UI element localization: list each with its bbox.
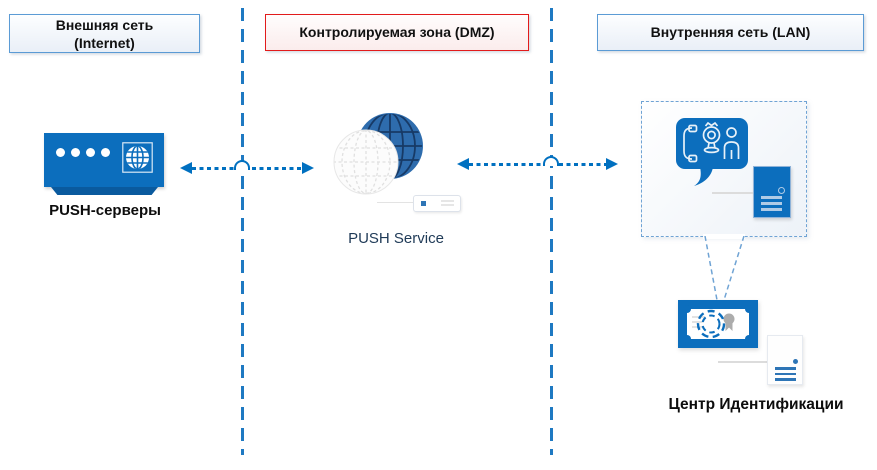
webcam-icon bbox=[702, 121, 721, 154]
device-vent bbox=[441, 204, 454, 206]
connector-line bbox=[712, 192, 753, 194]
id-center-label: Центр Идентификации bbox=[668, 396, 844, 413]
service-device-icon bbox=[413, 195, 461, 212]
internet-globe-sphere-icon bbox=[333, 113, 423, 195]
push-servers-icon bbox=[44, 133, 164, 187]
ribbon-icon bbox=[723, 313, 735, 325]
callout-tail-gap bbox=[703, 234, 745, 239]
bidirectional-arrow-internet-dmz bbox=[180, 160, 314, 176]
zone-label-external-line2: (Internet) bbox=[74, 34, 135, 51]
communication-bubble-icon bbox=[676, 118, 748, 186]
phone-icon bbox=[683, 124, 698, 163]
device-led-icon bbox=[421, 201, 426, 206]
server-base bbox=[51, 187, 158, 195]
document-server-icon bbox=[767, 335, 803, 385]
push-servers-label: PUSH-серверы bbox=[49, 202, 161, 219]
tower-slot bbox=[761, 202, 782, 205]
device-vent bbox=[441, 200, 454, 202]
connector-line bbox=[718, 361, 767, 363]
bidirectional-arrow-dmz-lan bbox=[457, 156, 618, 172]
zone-label-lan: Внутренняя сеть (LAN) bbox=[597, 14, 864, 51]
line-hop-icon bbox=[234, 160, 250, 170]
certificate-icon bbox=[678, 300, 758, 348]
callout-tail bbox=[704, 236, 745, 301]
push-service-label: PUSH Service bbox=[348, 230, 444, 247]
server-slot bbox=[775, 367, 796, 370]
seal-icon bbox=[696, 309, 726, 339]
arrowhead-right-icon bbox=[606, 158, 618, 170]
zone-label-dmz: Контролируемая зона (DMZ) bbox=[265, 14, 529, 51]
server-led-icon bbox=[71, 148, 80, 157]
person-icon bbox=[723, 127, 740, 159]
arrowhead-left-icon bbox=[457, 158, 469, 170]
tower-indicator-icon bbox=[778, 187, 785, 194]
server-tower-icon bbox=[753, 166, 791, 218]
dashed-arrow-line bbox=[469, 163, 606, 166]
server-led-icon bbox=[56, 148, 65, 157]
bubble-tail bbox=[694, 167, 713, 186]
server-led-icon bbox=[86, 148, 95, 157]
connector-line bbox=[377, 202, 413, 203]
arrowhead-right-icon bbox=[302, 162, 314, 174]
zone-label-external: Внешняя сеть (Internet) bbox=[9, 14, 200, 53]
line-hop-icon bbox=[543, 156, 559, 166]
arrowhead-left-icon bbox=[180, 162, 192, 174]
globe-icon bbox=[122, 142, 153, 173]
zone-label-external-line1: Внешняя сеть bbox=[55, 17, 154, 33]
server-led-icon bbox=[793, 359, 798, 364]
tower-slot bbox=[761, 208, 782, 211]
zone-separator-dmz-lan bbox=[550, 8, 553, 455]
zone-separator-internet-dmz bbox=[241, 8, 244, 455]
server-led-icon bbox=[101, 148, 110, 157]
server-slot bbox=[775, 378, 796, 381]
server-slot bbox=[775, 372, 796, 375]
tower-slot bbox=[761, 196, 782, 199]
